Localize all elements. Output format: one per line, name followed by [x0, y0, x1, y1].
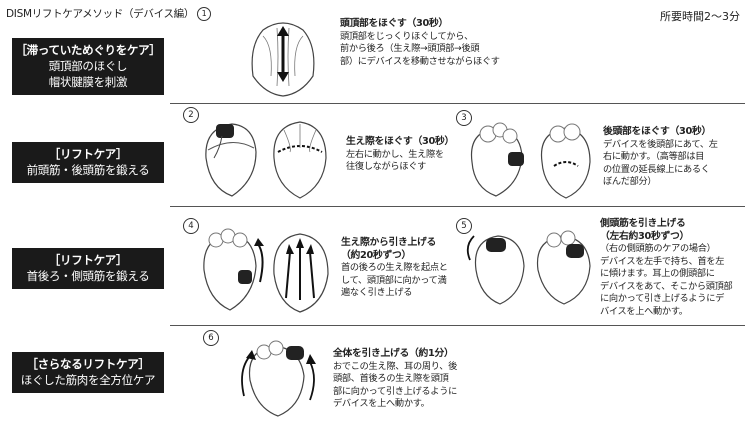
step-5-heading-duration: （左右約30秒ずつ） — [600, 230, 690, 242]
divider-1 — [170, 103, 745, 104]
step-number-2: 2 — [183, 107, 199, 123]
step-2-line: 左右に動かし、生え際を — [346, 148, 444, 160]
step-2-heading: 生え際をほぐす（30秒） — [346, 136, 455, 147]
page-title: DISMリフトケアメソッド（デバイス編）1 — [6, 6, 212, 21]
step-5-heading: 側頭筋を引き上げる — [600, 218, 686, 229]
step-6-line: 頭部、首後ろの生え際を頭頂 — [333, 373, 449, 384]
section-label-heading: ［リフトケア］ — [48, 253, 128, 267]
step-2-line: 往復しながらほぐす — [346, 161, 426, 172]
section-label-neck: ［リフトケア］ 首後ろ・側頭筋を鍛える — [12, 248, 164, 289]
step-3-line: 右に動かす。（高等部は目 — [603, 151, 705, 162]
step-4-line: 首の後ろの生え際を起点と — [341, 262, 448, 273]
step-4-heading-duration: （約20秒ずつ） — [341, 249, 412, 261]
step-3-line: の位置の延長線上にあるく — [603, 163, 710, 175]
section-label-line: 前頭筋・後頭筋を鍛える — [26, 163, 150, 177]
section-label-heading: ［リフトケア］ — [48, 147, 128, 161]
step-4-text: 生え際から引き上げる （約20秒ずつ） 首の後ろの生え際を起点と して、頭頂部に… — [341, 237, 459, 300]
step-1-line: 部）にデバイスを移動させながらほぐす — [340, 55, 500, 67]
step-1-line: 前から後ろ（生え際→頭頂部→後頭 — [340, 43, 480, 54]
step-5-text: 側頭筋を引き上げる （左右約30秒ずつ） （右の側頭筋のケアの場合） デバイスを… — [600, 218, 746, 318]
step-5-line: デバイスをあて、そこから頭頂部 — [600, 280, 733, 292]
section-label-overall: ［さらなるリフトケア］ ほぐした筋肉を全方位ケア — [12, 352, 164, 393]
whole-head-lift-illustration — [241, 340, 316, 417]
step-1-heading: 頭頂部をほぐす（30秒） — [340, 18, 449, 29]
step-3-heading: 後頭部をほぐす（30秒） — [603, 126, 712, 137]
step-6-line: おでこの生え際、耳の周り、後 — [333, 360, 458, 372]
hairline-illustration — [205, 121, 327, 199]
step-4-line: 遍なく引き上げる — [341, 287, 413, 298]
step-4-line: して、頭頂部に向かって満 — [341, 274, 447, 286]
head-top-illustration — [251, 22, 315, 97]
step-6-text: 全体を引き上げる（約1分） おでこの生え際、耳の周り、後 頭部、首後ろの生え際を… — [333, 348, 493, 411]
step-4-heading: 生え際から引き上げる — [341, 237, 436, 248]
nape-lift-illustration — [203, 228, 329, 313]
step-number-5: 5 — [456, 218, 472, 234]
page-title-text: DISMリフトケアメソッド（デバイス編） — [6, 8, 195, 20]
step-number-6: 6 — [203, 330, 219, 346]
section-label-line: 頭頂部のほぐし — [48, 59, 128, 73]
section-label-heading: ［滞っていためぐりをケア］ — [15, 43, 161, 57]
section-label-line: ほぐした筋肉を全方位ケア — [20, 373, 156, 387]
back-of-head-illustration — [470, 122, 591, 199]
step-1-line: 頭頂部をじっくりほぐしてから、 — [340, 30, 474, 42]
divider-3 — [170, 325, 745, 326]
section-label-line: 帽状腱膜を刺激 — [48, 75, 128, 89]
step-6-line: 部に向かって引き上げるように — [333, 385, 457, 397]
step-number-4: 4 — [183, 218, 199, 234]
temple-lift-illustration — [466, 230, 591, 305]
step-2-text: 生え際をほぐす（30秒） 左右に動かし、生え際を 往復しながらほぐす — [346, 136, 454, 174]
step-number-3: 3 — [456, 110, 472, 126]
step-1-text: 頭頂部をほぐす（30秒） 頭頂部をじっくりほぐしてから、 前から後ろ（生え際→頭… — [340, 18, 540, 68]
step-5-line: バイスを上へ動かす。 — [600, 305, 688, 317]
section-label-heading: ［さらなるリフトケア］ — [26, 357, 150, 371]
step-5-line: に向かって引き上げるようにデ — [600, 293, 724, 304]
step-5-line: に傾けます。耳上の側頭部に — [600, 268, 715, 279]
section-label-scalp: ［滞っていためぐりをケア］ 頭頂部のほぐし 帽状腱膜を刺激 — [12, 38, 164, 95]
divider-2 — [170, 206, 745, 207]
step-6-line: デバイスを上へ動かす。 — [333, 398, 430, 409]
step-6-heading: 全体を引き上げる（約1分） — [333, 348, 454, 359]
step-3-line: ぼんだ部分） — [603, 176, 657, 187]
step-3-line: デバイスを後頭部にあて、左 — [603, 138, 718, 150]
step-3-text: 後頭部をほぐす（30秒） デバイスを後頭部にあて、左 右に動かす。（高等部は目 … — [603, 126, 743, 189]
step-5-line: デバイスを左手で持ち、首を左 — [600, 255, 725, 267]
duration-text: 所要時間2〜3分 — [660, 10, 740, 23]
step-number-1-title: 1 — [197, 7, 212, 21]
section-label-line: 首後ろ・側頭筋を鍛える — [26, 269, 150, 283]
section-label-forehead: ［リフトケア］ 前頭筋・後頭筋を鍛える — [12, 142, 164, 183]
step-5-line: （右の側頭筋のケアの場合） — [600, 243, 716, 254]
